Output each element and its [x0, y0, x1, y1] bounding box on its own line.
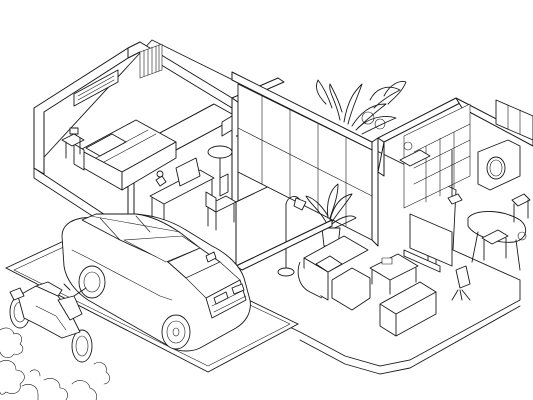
kitchen-cabinets [495, 99, 533, 141]
ground-shrubs [0, 327, 110, 400]
round-table [207, 145, 233, 197]
television [403, 213, 453, 273]
coffee-table [369, 253, 419, 295]
washing-machine [477, 139, 521, 191]
laptop [175, 157, 201, 187]
dining-chair [481, 229, 509, 245]
mirror [403, 141, 413, 151]
floor-lamp [277, 196, 307, 277]
headlight-right [231, 283, 245, 295]
nightstand [61, 127, 85, 159]
dining-table [467, 211, 527, 243]
floor-speaker [451, 265, 471, 301]
wall-frame [221, 115, 233, 137]
desk [149, 157, 215, 231]
garden-plants [315, 79, 407, 135]
dining-area [467, 193, 531, 271]
moto-front-wheel [71, 329, 93, 363]
bed [73, 119, 177, 191]
study-chair [205, 191, 237, 231]
sink [399, 149, 431, 167]
moto-seat [35, 281, 63, 297]
wall-slats [139, 43, 163, 79]
headlight-left [213, 291, 229, 305]
side-mirror [205, 251, 217, 263]
motorcycle [9, 281, 93, 363]
moto-fairing [57, 295, 83, 321]
bedroom [33, 41, 233, 223]
tv-stand [403, 249, 441, 273]
book [381, 257, 393, 265]
suv-car [61, 213, 251, 352]
living-room [235, 183, 471, 337]
bedroom-window [73, 69, 119, 107]
lamp-icon [69, 127, 79, 135]
glass-partition [231, 71, 379, 247]
sofa [297, 235, 437, 337]
rear-wheel [78, 265, 106, 299]
bathroom [377, 97, 533, 209]
headboard [73, 143, 85, 171]
front-wheel [161, 314, 191, 350]
